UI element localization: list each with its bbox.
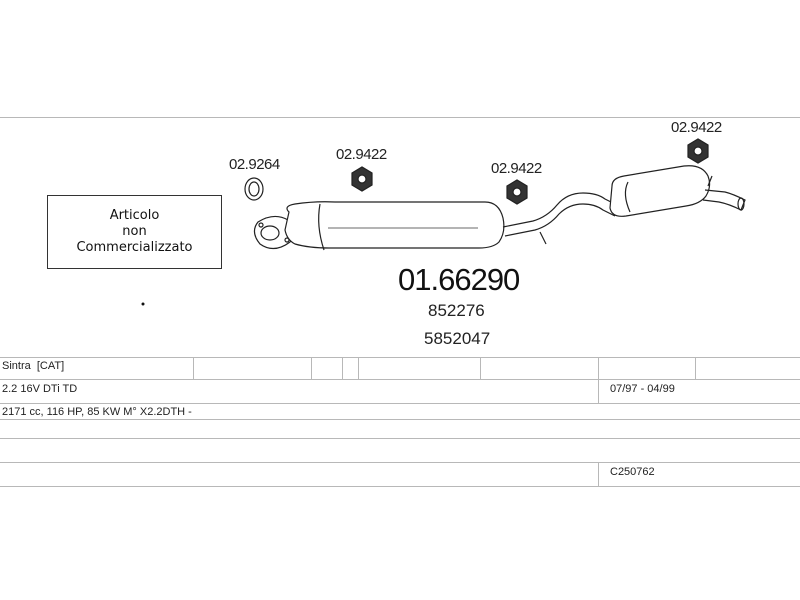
table-rule-5 — [0, 438, 800, 439]
hanger-middle-part-label: 02.9422 — [491, 160, 542, 177]
inlet-flange-icon — [253, 215, 295, 250]
hanger-right-part-label: 02.9422 — [671, 119, 722, 136]
hanger-right-icon — [687, 138, 709, 164]
cell-divider-5 — [480, 357, 481, 379]
hanger-left-icon — [351, 166, 373, 192]
code-divider — [598, 462, 599, 486]
hanger-left-part-label: 02.9422 — [336, 146, 387, 163]
cell-divider-6 — [598, 357, 599, 379]
model-cell: Sintra [CAT] — [2, 360, 65, 372]
mid-pipe-icon — [502, 192, 618, 245]
table-rule-7 — [0, 486, 800, 487]
table-rule-4 — [0, 419, 800, 420]
table-rule-1 — [0, 357, 800, 358]
cell-divider-4 — [358, 357, 359, 379]
tail-pipe-icon — [702, 175, 746, 211]
table-rule-2 — [0, 379, 800, 380]
not-sold-line-1: Articolo — [109, 208, 160, 223]
not-sold-line-2: non — [122, 224, 147, 239]
oem-number-1: 852276 — [428, 301, 485, 320]
table-rule-6 — [0, 462, 800, 463]
cell-divider-1 — [193, 357, 194, 379]
specs-cell: 2171 cc, 116 HP, 85 KW M° X2.2DTH - — [2, 406, 192, 418]
years-cell: 07/97 - 04/99 — [610, 383, 675, 395]
not-sold-line-3: Commercializzato — [76, 240, 193, 255]
oem-number-2: 5852047 — [424, 329, 491, 348]
years-divider — [598, 379, 599, 403]
not-sold-box: Articolo non Commercializzato — [47, 195, 222, 269]
cell-divider-3 — [342, 357, 343, 379]
cell-divider-2 — [311, 357, 312, 379]
main-part-number: 01.66290 — [398, 262, 520, 297]
gasket-part-label: 02.9264 — [229, 156, 280, 173]
code-cell: C250762 — [610, 466, 655, 478]
table-rule-3 — [0, 403, 800, 404]
rear-silencer-icon — [609, 165, 711, 217]
hanger-middle-icon — [506, 179, 528, 205]
center-silencer-icon — [284, 201, 505, 251]
top-rule — [0, 117, 800, 118]
cell-divider-7 — [695, 357, 696, 379]
gasket-ring-icon — [244, 177, 264, 201]
engine-cell: 2.2 16V DTi TD — [2, 383, 78, 395]
dot-mark — [141, 302, 145, 306]
